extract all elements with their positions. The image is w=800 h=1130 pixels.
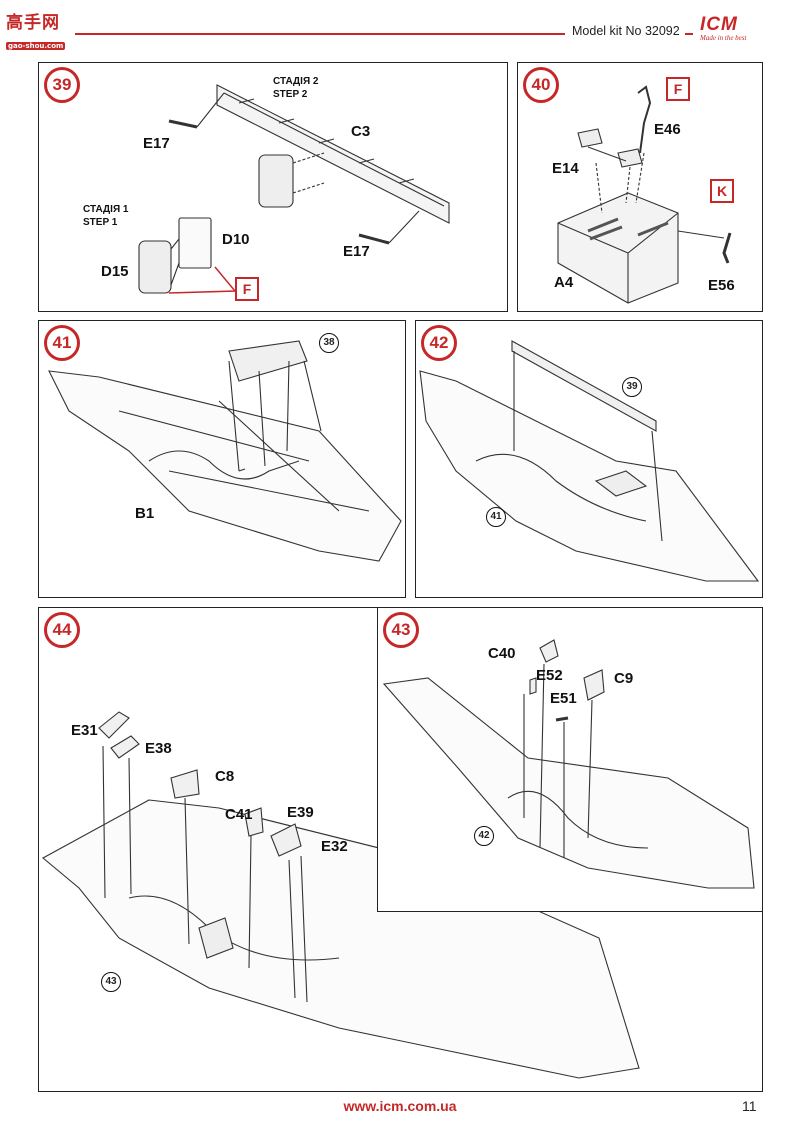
step-39-number: 39 bbox=[44, 67, 80, 103]
step-42-ref-41: 41 bbox=[486, 507, 506, 527]
sprue-f-marker: F bbox=[235, 277, 259, 301]
part-label-c41: C41 bbox=[225, 806, 253, 823]
step-42-panel: 42 39 41 bbox=[415, 320, 763, 598]
part-label-c8: C8 bbox=[215, 768, 235, 785]
step-43-ref-42: 42 bbox=[474, 826, 494, 846]
step-39-stage1-ua: СТАДІЯ 1 bbox=[83, 204, 129, 215]
part-label-e14: E14 bbox=[552, 160, 579, 177]
site-watermark-logo: 高手网 gao-shou.com bbox=[6, 8, 72, 50]
part-label-e51: E51 bbox=[550, 690, 577, 707]
model-kit-number: Model kit No 32092 bbox=[572, 24, 680, 38]
part-label-b1: B1 bbox=[135, 505, 155, 522]
footer-url[interactable]: www.icm.com.ua bbox=[343, 1098, 457, 1114]
header-rule-end bbox=[685, 33, 693, 35]
step-43-panel: 43 C40 E52 E51 C9 42 bbox=[377, 607, 763, 912]
page-number: 11 bbox=[742, 1098, 757, 1114]
part-label-e32: E32 bbox=[321, 838, 348, 855]
header-rule bbox=[75, 33, 565, 35]
part-label-d10: D10 bbox=[222, 231, 250, 248]
part-label-e17-bottom: E17 bbox=[343, 243, 370, 260]
icm-logo: ICM Made in the best bbox=[700, 14, 772, 50]
step-44-drawing bbox=[42, 711, 640, 1079]
part-label-e39: E39 bbox=[287, 804, 314, 821]
step-40-drawing bbox=[557, 85, 732, 304]
site-watermark-url: gao-shou.com bbox=[6, 42, 66, 50]
part-label-e31: E31 bbox=[71, 722, 98, 739]
step-39-stage2-en: STEP 2 bbox=[273, 89, 308, 100]
part-label-e38: E38 bbox=[145, 740, 172, 757]
part-label-a4: A4 bbox=[554, 274, 574, 291]
part-label-e46: E46 bbox=[654, 121, 681, 138]
icm-tagline: Made in the best bbox=[700, 34, 747, 42]
step-43-number: 43 bbox=[383, 612, 419, 648]
site-watermark-cn: 高手网 bbox=[6, 13, 60, 33]
step-41-panel: 41 38 B1 bbox=[38, 320, 406, 598]
part-label-c40: C40 bbox=[488, 645, 516, 662]
step-41-ref-38: 38 bbox=[319, 333, 339, 353]
step-40-number: 40 bbox=[523, 67, 559, 103]
part-label-d15: D15 bbox=[101, 263, 129, 280]
step-39-drawing bbox=[138, 84, 450, 294]
part-label-e52: E52 bbox=[536, 667, 563, 684]
step-42-drawing bbox=[419, 340, 760, 582]
part-label-e56: E56 bbox=[708, 277, 735, 294]
step-41-number: 41 bbox=[44, 325, 80, 361]
sprue-f-marker-40: F bbox=[666, 77, 690, 101]
step-42-ref-39: 39 bbox=[622, 377, 642, 397]
step-39-stage2-ua: СТАДІЯ 2 bbox=[273, 76, 319, 87]
step-41-drawing bbox=[48, 340, 402, 562]
step-39-stage1-en: STEP 1 bbox=[83, 217, 118, 228]
step-43-drawing bbox=[382, 639, 755, 889]
part-label-c3: C3 bbox=[351, 123, 371, 140]
part-label-c9: C9 bbox=[614, 670, 634, 687]
part-label-e17-top: E17 bbox=[143, 135, 170, 152]
step-44-ref-43: 43 bbox=[101, 972, 121, 992]
step-44-number: 44 bbox=[44, 612, 80, 648]
icm-brand: ICM bbox=[700, 14, 738, 35]
sprue-k-marker-40: K bbox=[710, 179, 734, 203]
step-40-panel: 40 F K E46 E14 A4 E56 bbox=[517, 62, 763, 312]
step-39-panel: 39 СТАДІЯ 2 STEP 2 СТАДІЯ 1 STEP 1 E17 C… bbox=[38, 62, 508, 312]
step-42-number: 42 bbox=[421, 325, 457, 361]
